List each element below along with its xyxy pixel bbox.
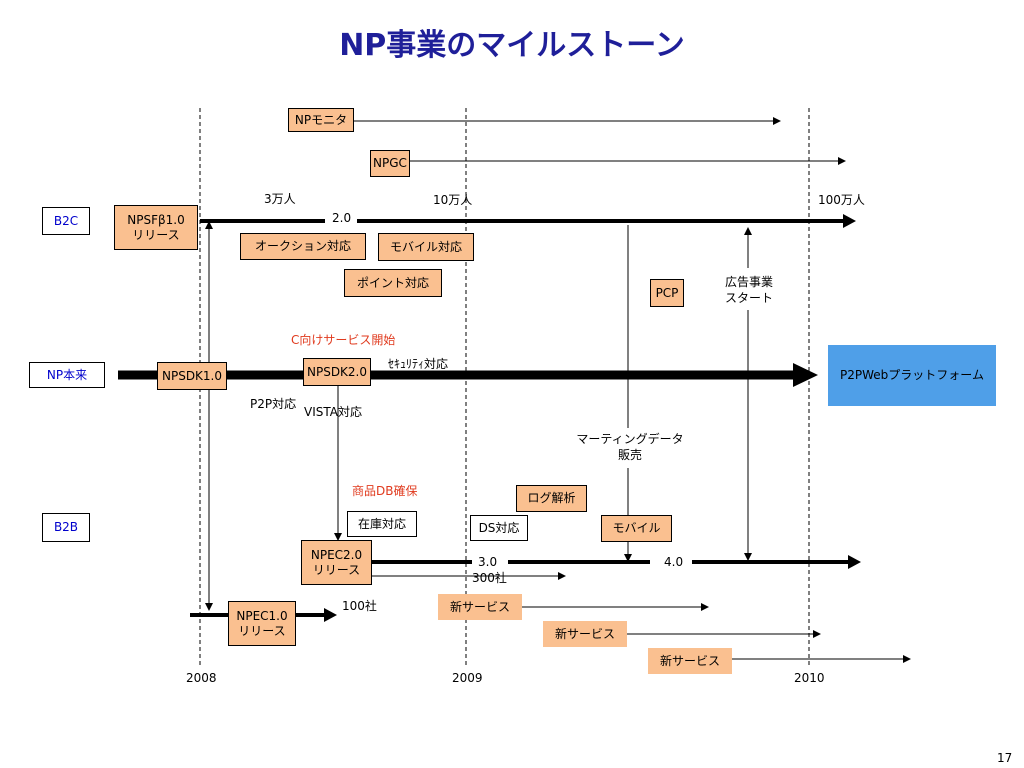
point-box: ポイント対応 — [344, 269, 442, 297]
users-3-label: 3万人 — [264, 192, 296, 206]
new-service-2-box: 新サービス — [543, 621, 627, 647]
version-2-label: 2.0 — [332, 211, 352, 225]
year-2010: 2010 — [794, 671, 825, 685]
npsdk1-box: NPSDK1.0 — [157, 362, 227, 390]
users-10-label: 10万人 — [433, 193, 473, 207]
year-2009: 2009 — [452, 671, 483, 685]
lane-label-np-core: NP本来 — [29, 362, 105, 388]
npec1-arrowhead — [324, 608, 337, 622]
inventory-box: 在庫対応 — [347, 511, 417, 537]
marketing-data-label: マーティングデータ 販売 — [562, 429, 698, 465]
npec2-box: NPEC2.0 リリース — [301, 540, 372, 585]
b2b-arrowhead — [848, 555, 861, 569]
mobile-support-box: モバイル対応 — [378, 233, 474, 261]
product-db-label: 商品DB確保 — [352, 484, 418, 498]
year-2008: 2008 — [186, 671, 217, 685]
companies-100-label: 100社 — [342, 599, 377, 613]
page-title: NP事業のマイルストーン — [339, 28, 685, 63]
lane-label-b2b: B2B — [42, 513, 90, 542]
vista-label: VISTA対応 — [304, 405, 362, 419]
new-service-3-box: 新サービス — [648, 648, 732, 674]
page-number: 17 — [997, 751, 1013, 765]
version-4-label: 4.0 — [664, 555, 684, 569]
np-monitor-box: NPモニタ — [288, 108, 354, 132]
ad-business-label: 広告事業 スタート — [715, 272, 783, 308]
npsdk2-box: NPSDK2.0 — [303, 358, 371, 386]
lane-label-b2c: B2C — [42, 207, 90, 235]
version-3-label: 3.0 — [478, 555, 498, 569]
users-100-label: 100万人 — [818, 193, 865, 207]
security-label: ｾｷｭﾘﾃｨ対応 — [388, 357, 449, 371]
log-analysis-box: ログ解析 — [516, 485, 587, 512]
auction-box: オークション対応 — [240, 233, 366, 260]
npsf-arrowhead — [843, 214, 856, 228]
platform-box: P2PWebプラットフォーム — [828, 345, 996, 406]
npec1-box: NPEC1.0 リリース — [228, 601, 296, 646]
consumer-service-label: C向けサービス開始 — [291, 333, 396, 347]
mobile-box: モバイル — [601, 515, 672, 542]
p2p-label: P2P対応 — [250, 397, 297, 411]
pcp-box: PCP — [650, 279, 684, 307]
ds-box: DS対応 — [470, 515, 528, 541]
new-service-1-box: 新サービス — [438, 594, 522, 620]
npsf-release-box: NPSFβ1.0 リリース — [114, 205, 198, 250]
npgc-box: NPGC — [370, 150, 410, 177]
companies-300-label: 300社 — [472, 571, 507, 585]
np-core-arrowhead — [793, 363, 818, 387]
